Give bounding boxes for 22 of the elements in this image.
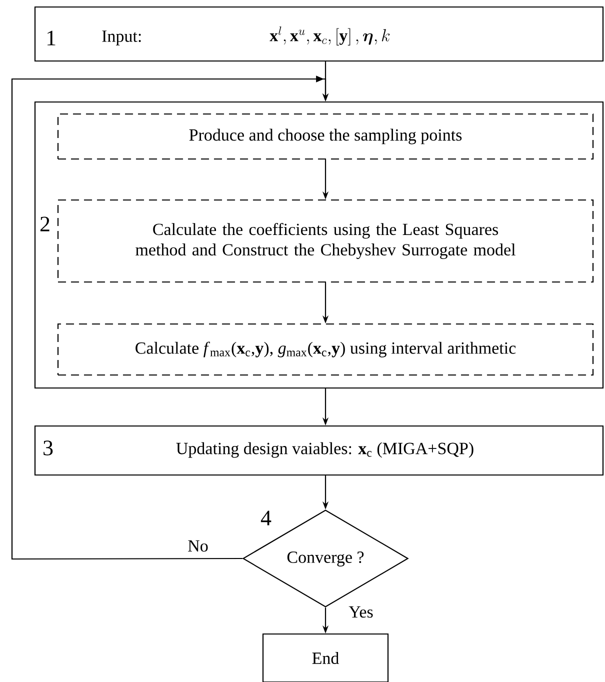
step-number: 4	[260, 510, 272, 526]
step-text: Produce and choose the sampling points	[189, 128, 462, 144]
step-number: 3	[44, 440, 53, 456]
step-text: Calculate f$_{max}$(x$_{c}$,y), g$_{max}$(x$_{c}$,y) using interval arithmetic	[136, 342, 516, 358]
dashed-box	[57, 323, 594, 376]
decision-text: Converge ?	[287, 552, 364, 566]
container-box	[34, 101, 604, 389]
step-text: Calculate the coefficients using the Least Squares method and Construct the Chebyshev Surrogate model	[136, 222, 516, 260]
end-text: End	[312, 652, 339, 664]
edge-label: No	[186, 539, 210, 553]
input-label: Input:	[102, 30, 141, 46]
edge-label: Yes	[348, 605, 374, 619]
end-box	[262, 633, 389, 682]
process-box	[34, 425, 604, 476]
arrow	[11, 76, 329, 560]
step-number: 1	[47, 30, 56, 46]
process-box	[34, 6, 604, 62]
input-formula: $\mathbf{x}^{l},\mathbf{x}^{u},\mathbf{x}_{c},\left[\mathbf{y}\right],\boldsymbol{\eta},k$	[270, 26, 390, 46]
step-number: 2	[40, 216, 50, 232]
dashed-box	[57, 199, 594, 283]
step-text: Updating design vaiables: x$_{c}$ (MIGA+SQP)	[176, 442, 474, 458]
dashed-box	[57, 113, 594, 160]
